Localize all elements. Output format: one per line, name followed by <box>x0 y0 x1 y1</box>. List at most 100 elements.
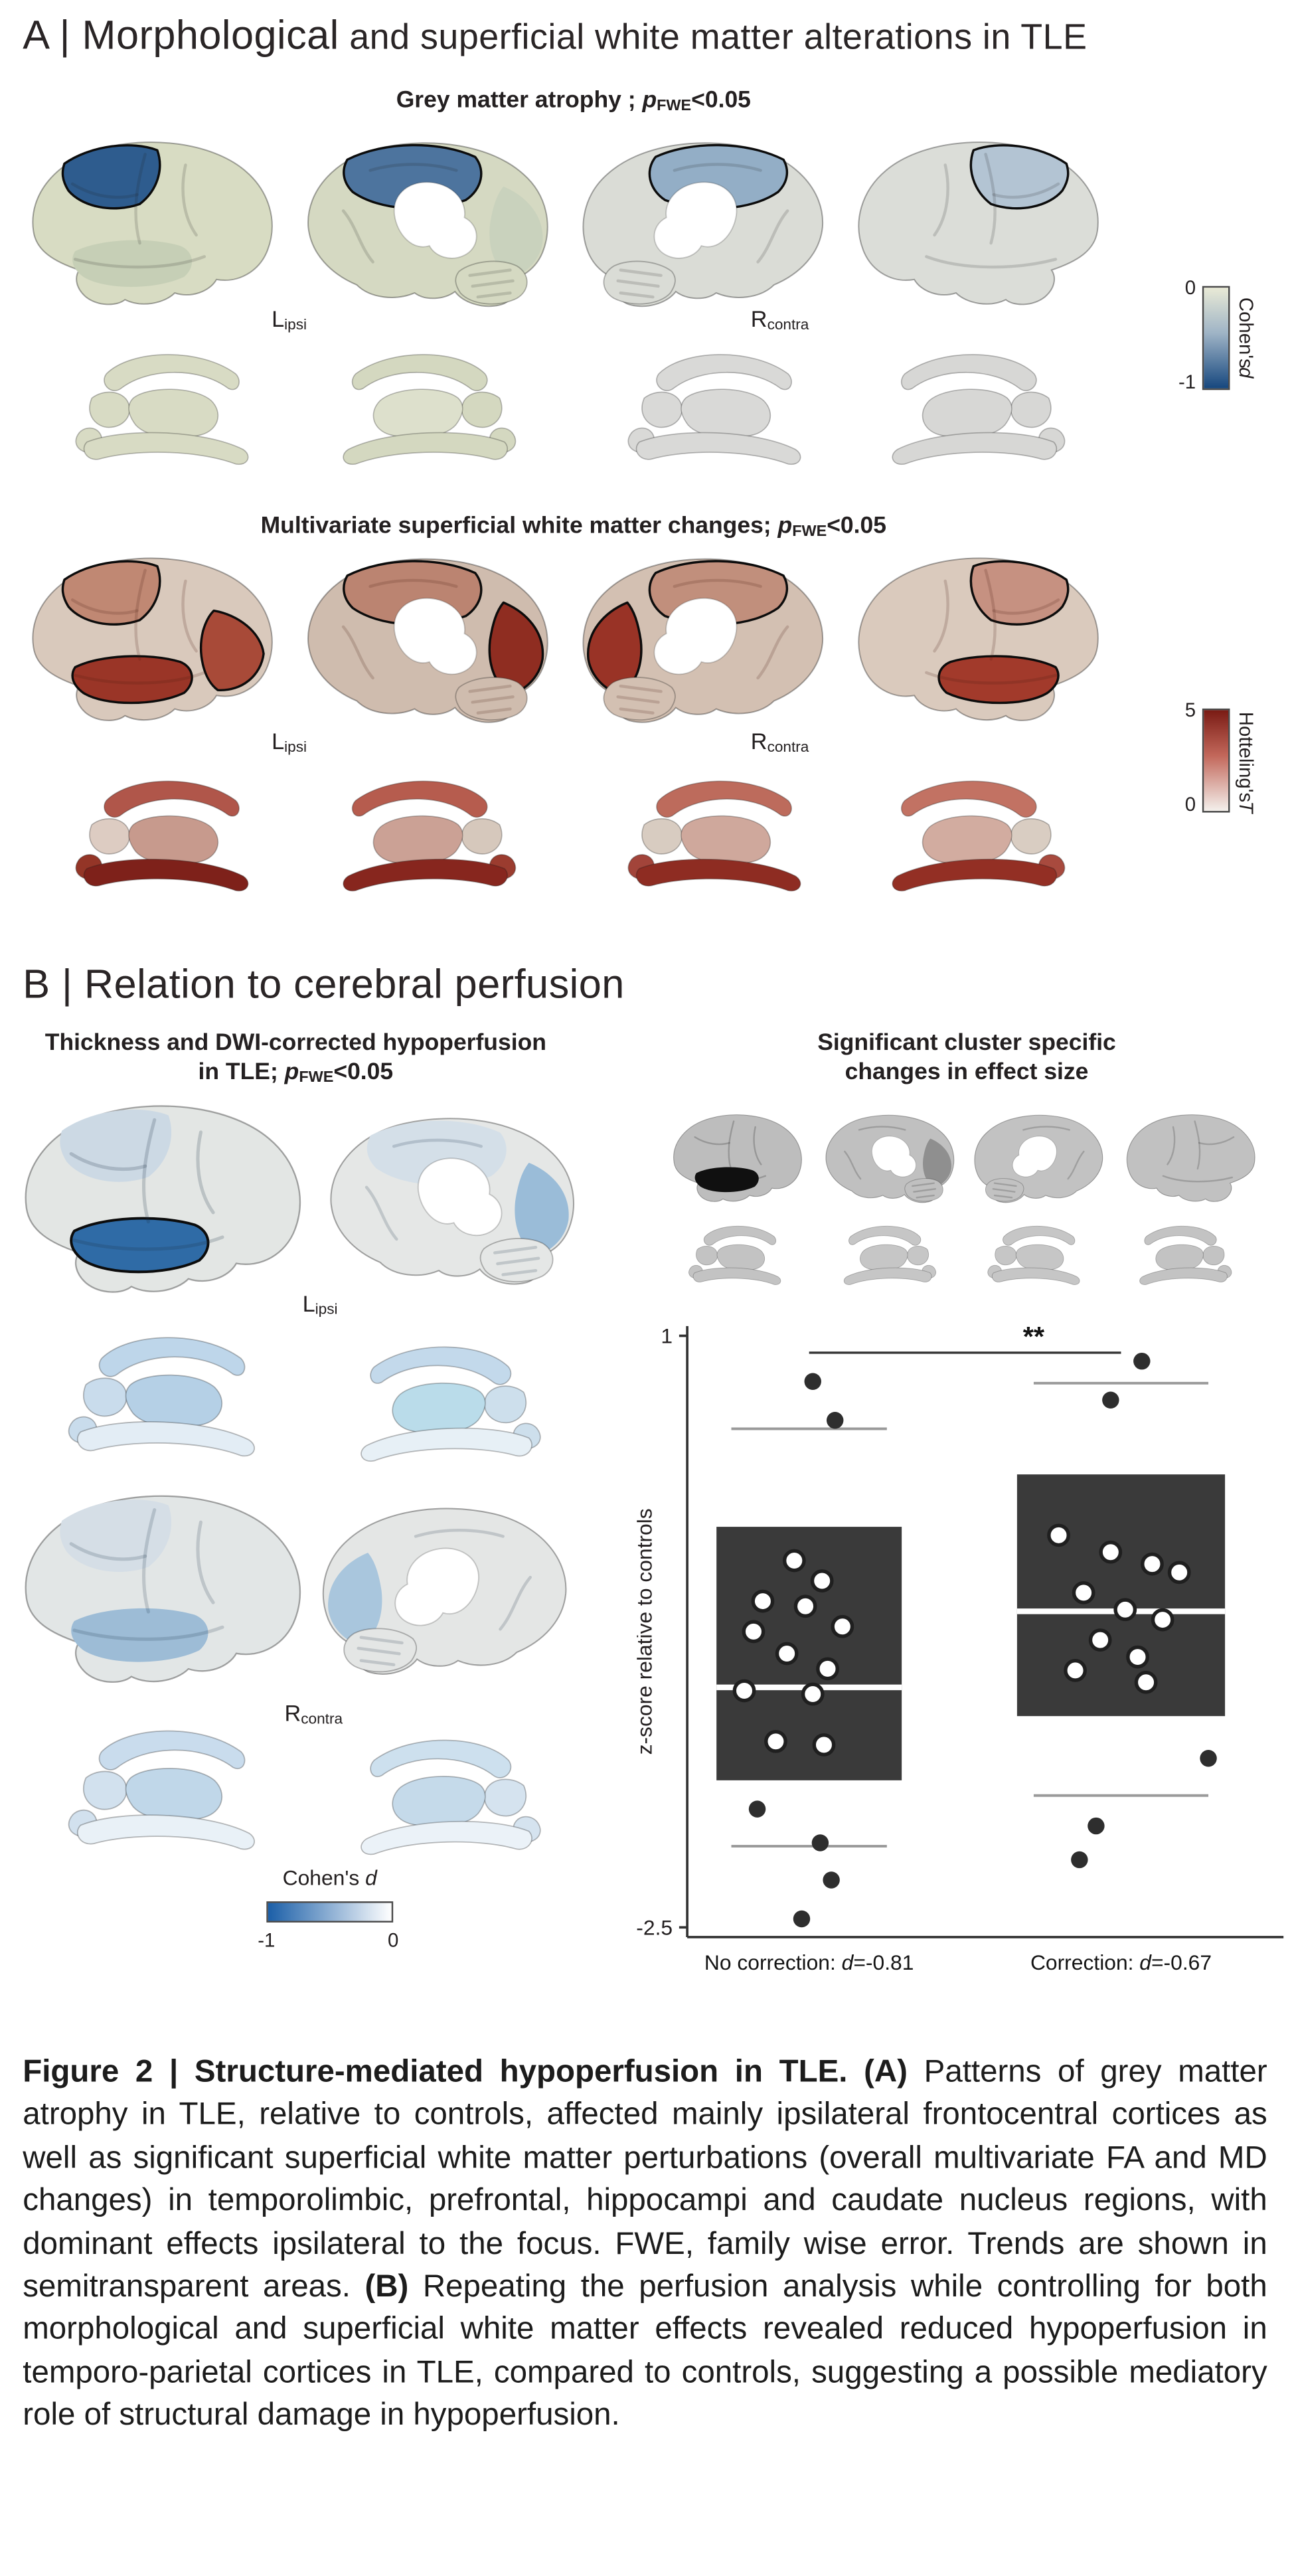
perfusion-map-title-line2: in TLE; pFWE<0.05 <box>198 1059 394 1087</box>
brain-perfusion-medial-contra <box>312 1495 585 1687</box>
perfusion-colorbar-label: Cohen's d <box>282 1865 377 1890</box>
data-point-filled <box>1071 1851 1088 1869</box>
fwe-subscript: FWE <box>657 97 692 116</box>
p-symbol: p <box>642 88 657 114</box>
swm-colorbar-tick-bottom: 0 <box>1184 793 1196 816</box>
data-point-open <box>1088 1628 1112 1652</box>
box <box>716 1527 902 1780</box>
cluster-subcortical-3 <box>971 1215 1101 1293</box>
swm-colorbar <box>1202 708 1230 813</box>
swm-section-title: Multivariate superficial white matter ch… <box>260 513 887 541</box>
data-point-filled <box>811 1834 829 1851</box>
data-point-filled <box>793 1910 811 1928</box>
effect-size-boxplot: 1 -2.5 z-score relative to controls No corr… <box>637 1321 1284 1974</box>
data-point-open <box>1064 1659 1087 1682</box>
caption-title: Figure 2 | Structure-mediated hypoperfus… <box>23 2054 908 2090</box>
panel-b-heading: B | Relation to cerebral perfusion <box>23 962 625 1008</box>
subcortical-gm-left-lateral <box>46 335 289 481</box>
perfusion-colorbar <box>266 1901 394 1923</box>
caption-body-a: Patterns of grey matter atrophy in TLE, … <box>23 2054 1267 2304</box>
data-point-open <box>1126 1645 1149 1669</box>
cluster-brain-lateral-right <box>1121 1108 1265 1209</box>
label-gm-r-contra: Rcontra <box>750 305 809 333</box>
brain-gm-medial-right <box>572 130 841 319</box>
panel-a-heading: A | Morphological and superficial white … <box>23 13 1087 60</box>
data-point-open <box>812 1733 836 1757</box>
cluster-title-line1: Significant cluster specific <box>817 1030 1116 1057</box>
significance-stars: ** <box>1023 1321 1045 1352</box>
gm-colorbar <box>1202 286 1230 390</box>
subcortical-gm-right-lateral <box>851 335 1095 481</box>
cluster-subcortical-2 <box>822 1215 952 1293</box>
panel-a-heading-emph: Morphological <box>82 13 339 59</box>
gm-colorbar-label: Cohen's d <box>1234 297 1258 379</box>
y-tick-label: 1 <box>661 1324 673 1348</box>
brain-gm-lateral-left <box>13 130 283 319</box>
gm-title-text: Grey matter atrophy ; <box>396 88 643 114</box>
gm-section-title: Grey matter atrophy ; pFWE<0.05 <box>0 88 1147 115</box>
data-point-open <box>751 1589 775 1613</box>
brain-perfusion-medial-ipsi <box>312 1105 585 1297</box>
cluster-subcortical-1 <box>673 1215 803 1293</box>
brain-gm-lateral-right <box>848 130 1117 319</box>
box <box>1016 1474 1226 1717</box>
data-point-open <box>1113 1598 1137 1622</box>
data-point-open <box>782 1549 806 1573</box>
caption-body-b: Repeating the perfusion analysis while c… <box>23 2269 1267 2433</box>
group-label: No correction: d=-0.81 <box>704 1950 914 1974</box>
data-point-filled <box>1133 1352 1151 1370</box>
data-point-open <box>801 1682 825 1706</box>
perfusion-map-title-line1: Thickness and DWI-corrected hypoperfusio… <box>44 1030 546 1057</box>
perfusion-colorbar-tick-left: -1 <box>258 1929 276 1952</box>
panel-a-letter: A | <box>23 13 82 59</box>
brain-swm-medial-right <box>572 546 841 734</box>
subcortical-swm-left-lateral <box>46 757 289 911</box>
subcortical-gm-left-medial <box>302 335 546 481</box>
data-point-filled <box>823 1871 840 1889</box>
data-point-open <box>764 1729 787 1753</box>
data-point-filled <box>1088 1817 1105 1835</box>
data-point-open <box>742 1620 766 1644</box>
data-point-filled <box>1102 1391 1119 1409</box>
cluster-brain-medial-left <box>815 1108 960 1209</box>
figure-caption: Figure 2 | Structure-mediated hypoperfus… <box>23 2051 1267 2437</box>
cluster-brain-medial-right <box>968 1108 1113 1209</box>
data-point-open <box>1134 1670 1158 1694</box>
label-perfusion-r-contra: Rcontra <box>284 1699 343 1727</box>
label-perfusion-l-ipsi: Lipsi <box>302 1290 338 1318</box>
label-swm-l-ipsi: Lipsi <box>272 728 307 755</box>
panel-a-heading-rest: and superficial white matter alterations… <box>339 16 1088 57</box>
y-axis-label: z-score relative to controls <box>637 1508 656 1755</box>
data-point-filled <box>826 1412 844 1429</box>
gm-colorbar-tick-bottom: -1 <box>1178 370 1196 394</box>
label-gm-l-ipsi: Lipsi <box>272 305 307 333</box>
subcortical-perfusion-contra-medial <box>319 1719 572 1872</box>
gm-colorbar-tick-top: 0 <box>1184 276 1196 300</box>
y-tick-label: -2.5 <box>637 1915 673 1939</box>
label-swm-r-contra: Rcontra <box>750 728 809 755</box>
data-point-open <box>810 1569 834 1592</box>
subcortical-perfusion-contra-lateral <box>36 1709 299 1867</box>
data-point-open <box>775 1642 799 1666</box>
data-point-open <box>1167 1561 1191 1585</box>
perfusion-colorbar-tick-right: 0 <box>388 1929 399 1952</box>
data-point-filled <box>804 1373 821 1390</box>
subcortical-swm-right-lateral <box>851 757 1095 911</box>
cluster-brain-lateral-left <box>663 1108 807 1209</box>
subcortical-perfusion-ipsi-lateral <box>36 1316 299 1474</box>
group-label: Correction: d=-0.67 <box>1030 1950 1212 1974</box>
data-point-open <box>816 1657 839 1681</box>
subcortical-perfusion-ipsi-medial <box>319 1326 572 1479</box>
swm-title-text: Multivariate superficial white matter ch… <box>260 513 778 540</box>
data-point-open <box>1151 1608 1174 1632</box>
brain-perfusion-lateral-contra <box>3 1482 312 1698</box>
cluster-title-line2: changes in effect size <box>845 1059 1089 1086</box>
brain-swm-lateral-left <box>13 546 283 734</box>
data-point-open <box>1141 1552 1164 1576</box>
data-point-open <box>1047 1523 1070 1547</box>
brain-perfusion-lateral-ipsi <box>3 1092 312 1308</box>
brain-swm-medial-left <box>289 546 559 734</box>
data-point-open <box>732 1679 756 1703</box>
data-point-open <box>831 1614 854 1638</box>
